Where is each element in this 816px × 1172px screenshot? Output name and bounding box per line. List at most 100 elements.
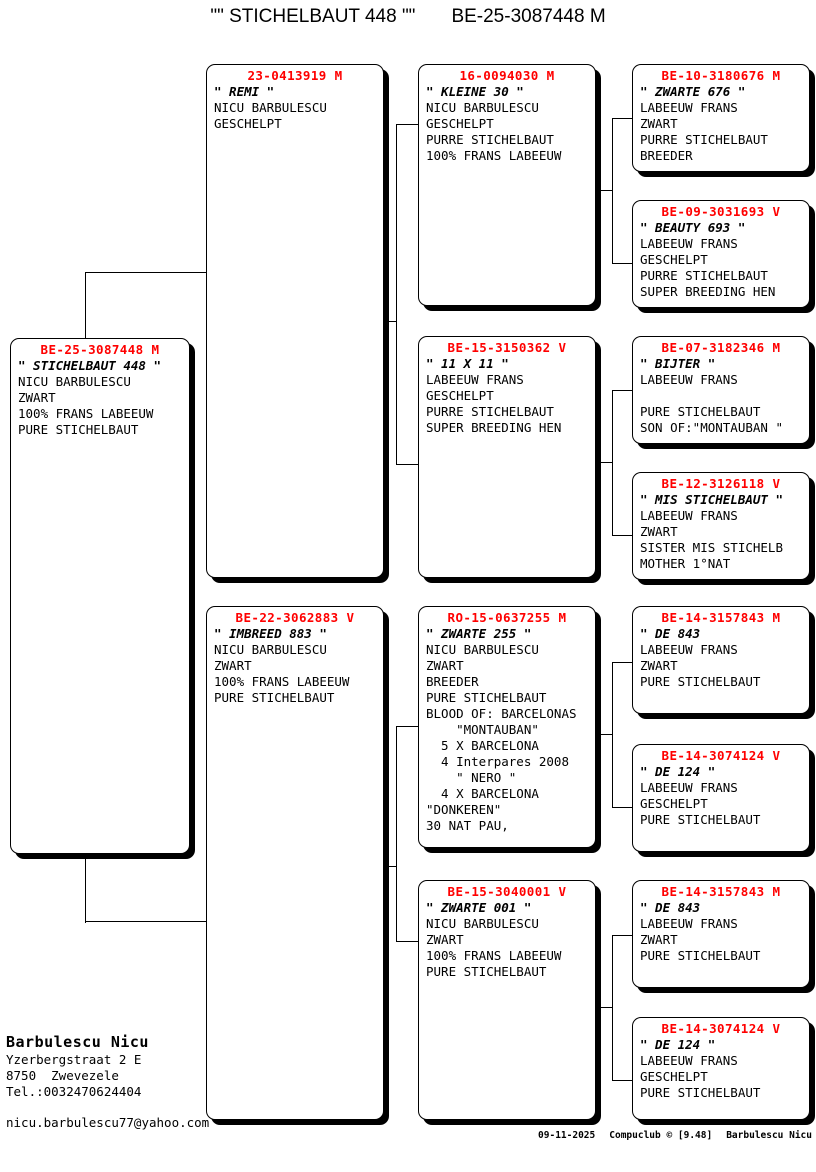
detail-line: NICU BARBULESCU (426, 642, 539, 657)
detail-line: PURRE STICHELBAUT (426, 132, 554, 147)
detail-line: PURE STICHELBAUT (426, 690, 547, 705)
connector-g2a-vertical (612, 118, 614, 263)
detail-line: PURE STICHELBAUT (18, 422, 139, 437)
owner-info: Barbulescu Nicu Yzerbergstraat 2 E 8750 … (6, 1032, 336, 1131)
detail-line: ZWART (214, 658, 252, 673)
detail-line: NICU BARBULESCU (18, 374, 131, 389)
connector-father-to-gf (396, 124, 418, 126)
connector-mother-in (385, 866, 396, 868)
detail-line: PURE STICHELBAUT (426, 964, 547, 979)
nickname: " KLEINE 30 " (426, 84, 524, 99)
nickname: " ZWARTE 255 " (426, 626, 532, 641)
pedigree-box-greatgrandparent-1[interactable]: BE-10-3180676 M " ZWARTE 676 " LABEEUW F… (632, 64, 810, 172)
detail-line: ZWART (640, 658, 678, 673)
pedigree-box-maternal-grandmother[interactable]: BE-15-3040001 V " ZWARTE 001 " NICU BARB… (418, 880, 596, 1120)
detail-line: NICU BARBULESCU (426, 916, 539, 931)
connector-g2b-bottom (612, 535, 634, 537)
ring-number: BE-15-3040001 V (447, 884, 567, 899)
detail-line: PURRE STICHELBAUT (640, 268, 768, 283)
page-title: "" STICHELBAUT 448 ""BE-25-3087448 M (0, 6, 816, 28)
pedigree-box-greatgrandparent-3[interactable]: BE-07-3182346 M " BIJTER " LABEEUW FRANS… (632, 336, 810, 444)
detail-line: LABEEUW FRANS (640, 916, 738, 931)
detail-line: LABEEUW FRANS (640, 642, 738, 657)
detail-line: LABEEUW FRANS (640, 236, 738, 251)
print-date: 09-11-2025 (538, 1130, 596, 1141)
pedigree-box-greatgrandparent-8[interactable]: BE-14-3074124 V " DE 124 " LABEEUW FRANS… (632, 1017, 810, 1120)
connector-g2d-in (600, 1007, 612, 1009)
detail-line: LABEEUW FRANS (640, 1053, 738, 1068)
nickname: " ZWARTE 001 " (426, 900, 532, 915)
connector-g2c-vertical (612, 662, 614, 807)
detail-line: " NERO " (426, 770, 517, 785)
detail-line: ZWART (426, 658, 464, 673)
owner-name: Barbulescu Nicu (6, 1033, 149, 1051)
detail-line: 5 X BARCELONA (426, 738, 539, 753)
detail-line: ZWART (18, 390, 56, 405)
pedigree-box-mother[interactable]: BE-22-3062883 V " IMBREED 883 " NICU BAR… (206, 606, 384, 1120)
detail-line: 100% FRANS LABEEUW (426, 948, 562, 963)
detail-line: LABEEUW FRANS (640, 100, 738, 115)
pedigree-box-paternal-grandfather[interactable]: 16-0094030 M " KLEINE 30 " NICU BARBULES… (418, 64, 596, 306)
nickname: " 11 X 11 " (426, 356, 509, 371)
detail-line: 100% FRANS LABEEUW (18, 406, 154, 421)
owner-email: nicu.barbulescu77@yahoo.com (6, 1115, 210, 1130)
pedigree-box-paternal-grandmother[interactable]: BE-15-3150362 V " 11 X 11 " LABEEUW FRAN… (418, 336, 596, 578)
detail-line: PURE STICHELBAUT (640, 1085, 761, 1100)
pedigree-box-greatgrandparent-4[interactable]: BE-12-3126118 V " MIS STICHELBAUT " LABE… (632, 472, 810, 580)
ring-number: BE-09-3031693 V (661, 204, 781, 219)
ring-number: BE-14-3074124 V (661, 1021, 781, 1036)
detail-line: NICU BARBULESCU (426, 100, 539, 115)
nickname: " IMBREED 883 " (214, 626, 327, 641)
credits-user: Barbulescu Nicu (726, 1130, 812, 1141)
detail-line: GESCHELPT (640, 796, 708, 811)
detail-line: ZWART (640, 116, 678, 131)
connector-mother-vertical (396, 726, 398, 941)
pedigree-box-greatgrandparent-6[interactable]: BE-14-3074124 V " DE 124 " LABEEUW FRANS… (632, 744, 810, 852)
owner-street: Yzerbergstraat 2 E (6, 1052, 142, 1067)
detail-line: NICU BARBULESCU (214, 642, 327, 657)
connector-g2a-bottom (612, 263, 634, 265)
detail-line: PURE STICHELBAUT (640, 948, 761, 963)
nickname: " STICHELBAUT 448 " (18, 358, 161, 373)
detail-line: "DONKEREN" (426, 802, 502, 817)
detail-line: 100% FRANS LABEEUW (426, 148, 562, 163)
nickname: " DE 843 (640, 900, 701, 915)
nickname: " MIS STICHELBAUT " (640, 492, 783, 507)
software-name: Compuclub © [9.48] (609, 1130, 713, 1141)
pedigree-box-greatgrandparent-5[interactable]: BE-14-3157843 M " DE 843 LABEEUW FRANS Z… (632, 606, 810, 714)
owner-phone: Tel.:0032470624404 (6, 1084, 142, 1099)
connector-subject-to-mother (85, 921, 207, 923)
pedigree-box-father[interactable]: 23-0413919 M " REMI " NICU BARBULESCU GE… (206, 64, 384, 578)
detail-line: PURE STICHELBAUT (640, 404, 761, 419)
detail-line: 4 X BARCELONA (426, 786, 539, 801)
ring-number: 16-0094030 M (459, 68, 555, 83)
pedigree-box-maternal-grandfather[interactable]: RO-15-0637255 M " ZWARTE 255 " NICU BARB… (418, 606, 596, 848)
detail-line: GESCHELPT (640, 252, 708, 267)
connector-g2d-bottom (612, 1080, 634, 1082)
detail-line: ZWART (640, 524, 678, 539)
detail-line: PURE STICHELBAUT (640, 812, 761, 827)
detail-line: GESCHELPT (214, 116, 282, 131)
pedigree-box-subject[interactable]: BE-25-3087448 M " STICHELBAUT 448 " NICU… (10, 338, 190, 854)
detail-line: MOTHER 1°NAT (640, 556, 731, 571)
ring-number: BE-15-3150362 V (447, 340, 567, 355)
pedigree-box-greatgrandparent-7[interactable]: BE-14-3157843 M " DE 843 LABEEUW FRANS Z… (632, 880, 810, 988)
pedigree-box-greatgrandparent-2[interactable]: BE-09-3031693 V " BEAUTY 693 " LABEEUW F… (632, 200, 810, 308)
detail-line: "MONTAUBAN" (426, 722, 539, 737)
detail-line: 4 Interpares 2008 (426, 754, 569, 769)
detail-line: LABEEUW FRANS (426, 372, 524, 387)
detail-line: SUPER BREEDING HEN (640, 284, 776, 299)
ring-number: BE-10-3180676 M (661, 68, 781, 83)
detail-line: LABEEUW FRANS (640, 508, 738, 523)
detail-line-empty (633, 388, 809, 404)
nickname: " REMI " (214, 84, 275, 99)
ring-number: BE-22-3062883 V (235, 610, 355, 625)
detail-line: LABEEUW FRANS (640, 372, 738, 387)
connector-g2c-bottom (612, 807, 634, 809)
detail-line: SUPER BREEDING HEN (426, 420, 562, 435)
owner-city: 8750 Zwevezele (6, 1068, 119, 1083)
ring-number: BE-14-3157843 M (661, 884, 781, 899)
connector-father-in (385, 321, 396, 323)
ring-number: BE-07-3182346 M (661, 340, 781, 355)
connector-g2d-vertical (612, 935, 614, 1080)
